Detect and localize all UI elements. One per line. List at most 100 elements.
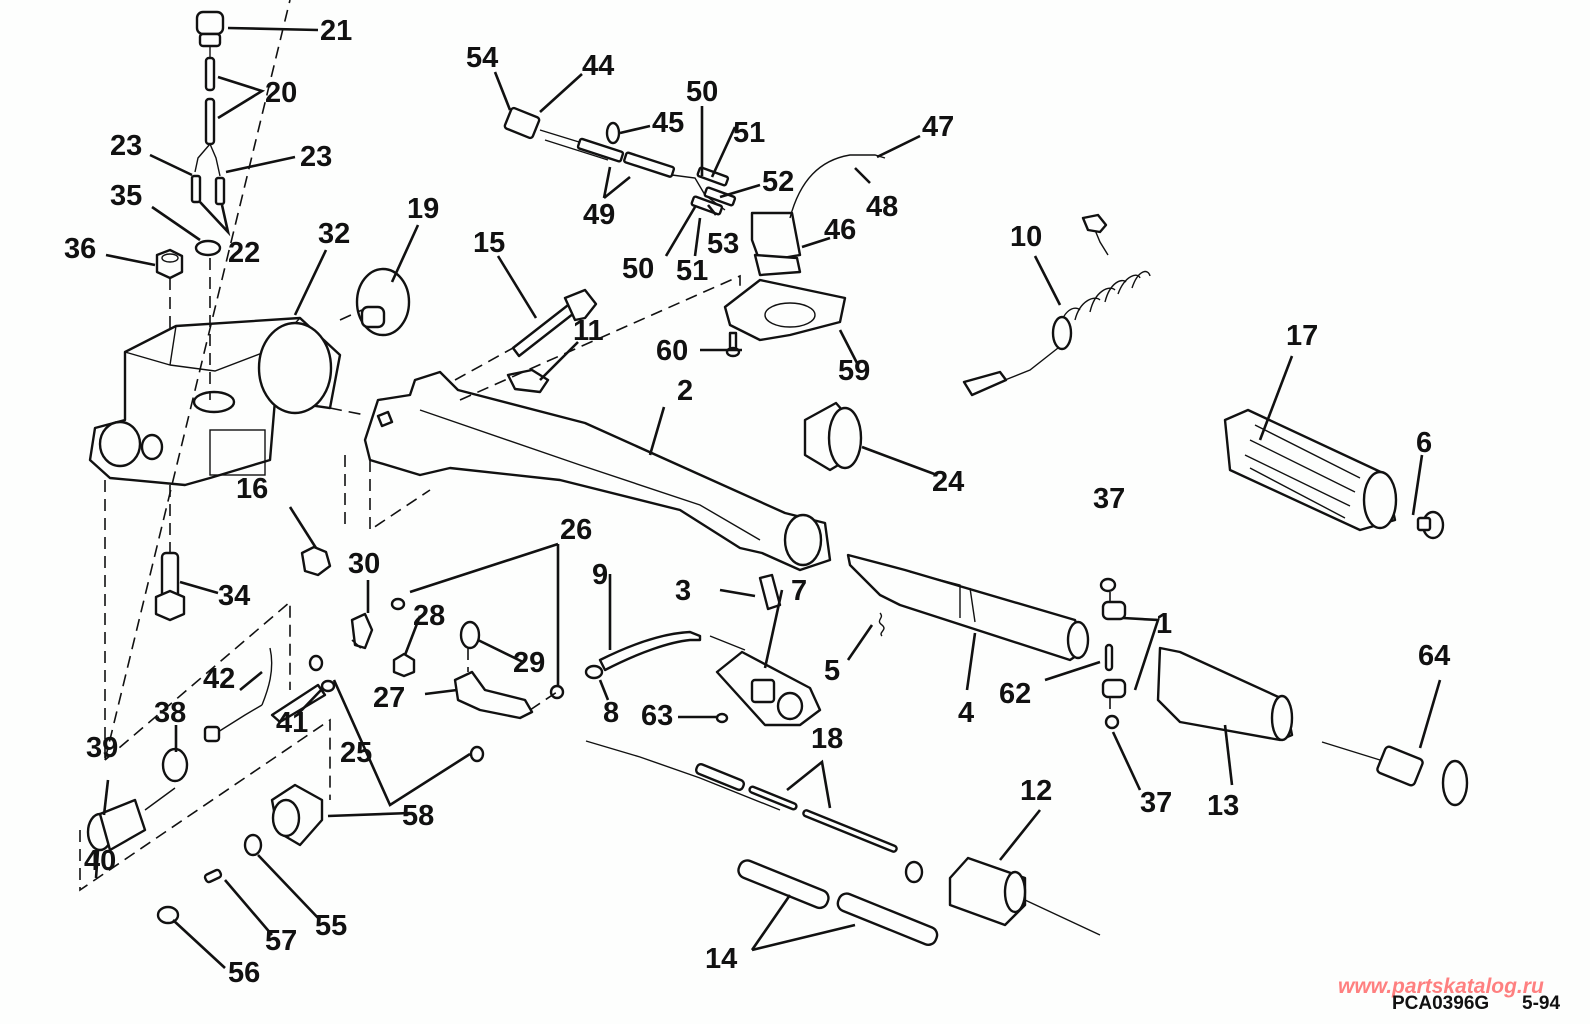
part-36-nut [155,248,184,280]
part-59-cover [723,278,847,342]
part-25-screw-upper [308,654,324,672]
part-14-sleeves [737,859,939,946]
callout-47: 47 [922,111,954,143]
part-19-washer [355,267,411,337]
part-29-gear [459,620,481,650]
part-35-washer [194,239,222,257]
callout-39: 39 [86,732,118,764]
callout-63: 63 [641,700,673,732]
part-34-bolt [154,551,186,622]
callout-11: 11 [573,315,604,347]
callout-labels: 21 20 23 23 35 22 36 32 19 15 11 2 54 44… [64,15,1450,989]
callout-18: 18 [811,723,843,755]
part-27-lever [453,670,534,720]
callout-64: 64 [1418,640,1450,672]
callout-58: 58 [402,800,434,832]
callout-56: 56 [228,957,260,989]
callout-37-bottom: 37 [1140,787,1172,819]
callout-53: 53 [707,228,739,260]
callout-54: 54 [466,42,498,74]
callout-42: 42 [203,663,235,695]
part-9-wire [598,630,702,672]
part-20-sleeves [204,56,216,146]
callout-37-top: 37 [1093,483,1125,515]
part-44-harness [503,106,737,216]
part-2-tiller-arm [363,370,832,572]
callout-26: 26 [560,514,592,546]
callout-6: 6 [1416,427,1432,459]
callout-16: 16 [236,473,268,505]
part-1-block-lower [1101,678,1127,699]
part-1-block-upper [1101,600,1127,621]
part-63-screw [715,712,729,724]
callout-40: 40 [84,845,116,877]
part-5-spring [878,612,885,637]
callout-55: 55 [315,910,347,942]
part-26-washers [390,597,565,700]
callout-20: 20 [265,77,297,109]
callout-28: 28 [413,600,445,632]
callout-48: 48 [866,191,898,223]
callout-34: 34 [218,580,250,612]
callout-24: 24 [932,466,964,498]
part-18-cable [585,740,924,884]
callout-12: 12 [1020,775,1052,807]
callout-1: 1 [1156,608,1172,640]
callout-50-top: 50 [686,76,718,108]
callout-38: 38 [154,697,186,729]
callout-23-left: 23 [110,130,142,162]
callout-57: 57 [265,925,297,957]
part-32-bracket [88,316,342,487]
callout-2: 2 [677,375,693,407]
part-28-nut [392,652,416,678]
part-37-lower [1104,714,1120,730]
callout-13: 13 [1207,790,1239,822]
callout-3: 3 [675,575,691,607]
part-6-cap [1416,510,1445,540]
part-11-clip [506,368,550,394]
callout-9: 9 [592,559,608,591]
part-10-lanyard [962,213,1151,397]
callout-17: 17 [1286,320,1318,352]
part-58-bushing [270,783,324,847]
part-24-bushing [803,401,863,472]
part-15-bolt [511,288,598,358]
watermark: www.partskatalog.ru [1338,975,1544,998]
part-7-stop-switch [709,635,822,727]
part-25-screw-lower [469,745,485,763]
callout-21: 21 [320,15,352,47]
part-8-ring-terminal [584,664,604,680]
callout-19: 19 [407,193,439,225]
part-37-upper [1099,577,1117,593]
part-13-housing [1156,646,1294,742]
part-42-lead [203,647,273,743]
callout-60: 60 [656,335,688,367]
part-12-weight [948,856,1101,936]
part-30-clamp [350,612,374,650]
callout-51-bottom: 51 [676,255,708,287]
drawing-date: 5-94 [1522,993,1561,1014]
part-45-ring [605,121,621,145]
callout-51-top: 51 [733,117,765,149]
part-41-terminal [270,679,336,724]
part-57-spring [203,868,223,884]
leader-lines [94,26,1442,969]
part-39-fitting [86,787,176,852]
callout-29: 29 [513,647,545,679]
callout-52: 52 [762,166,794,198]
part-17-grip [1223,408,1398,532]
callout-27: 27 [373,682,405,714]
part-55-knob [243,833,263,857]
callout-36: 36 [64,233,96,265]
part-64-throttle-friction [1321,741,1469,807]
callout-49: 49 [583,199,615,231]
callout-62: 62 [999,678,1031,710]
drawing-code: PCA0396G [1392,993,1490,1014]
callout-7: 7 [791,575,807,607]
callout-5: 5 [824,655,840,687]
part-46-module [750,154,886,277]
callout-10: 10 [1010,221,1042,253]
callout-46: 46 [824,214,856,246]
callout-8: 8 [603,697,619,729]
